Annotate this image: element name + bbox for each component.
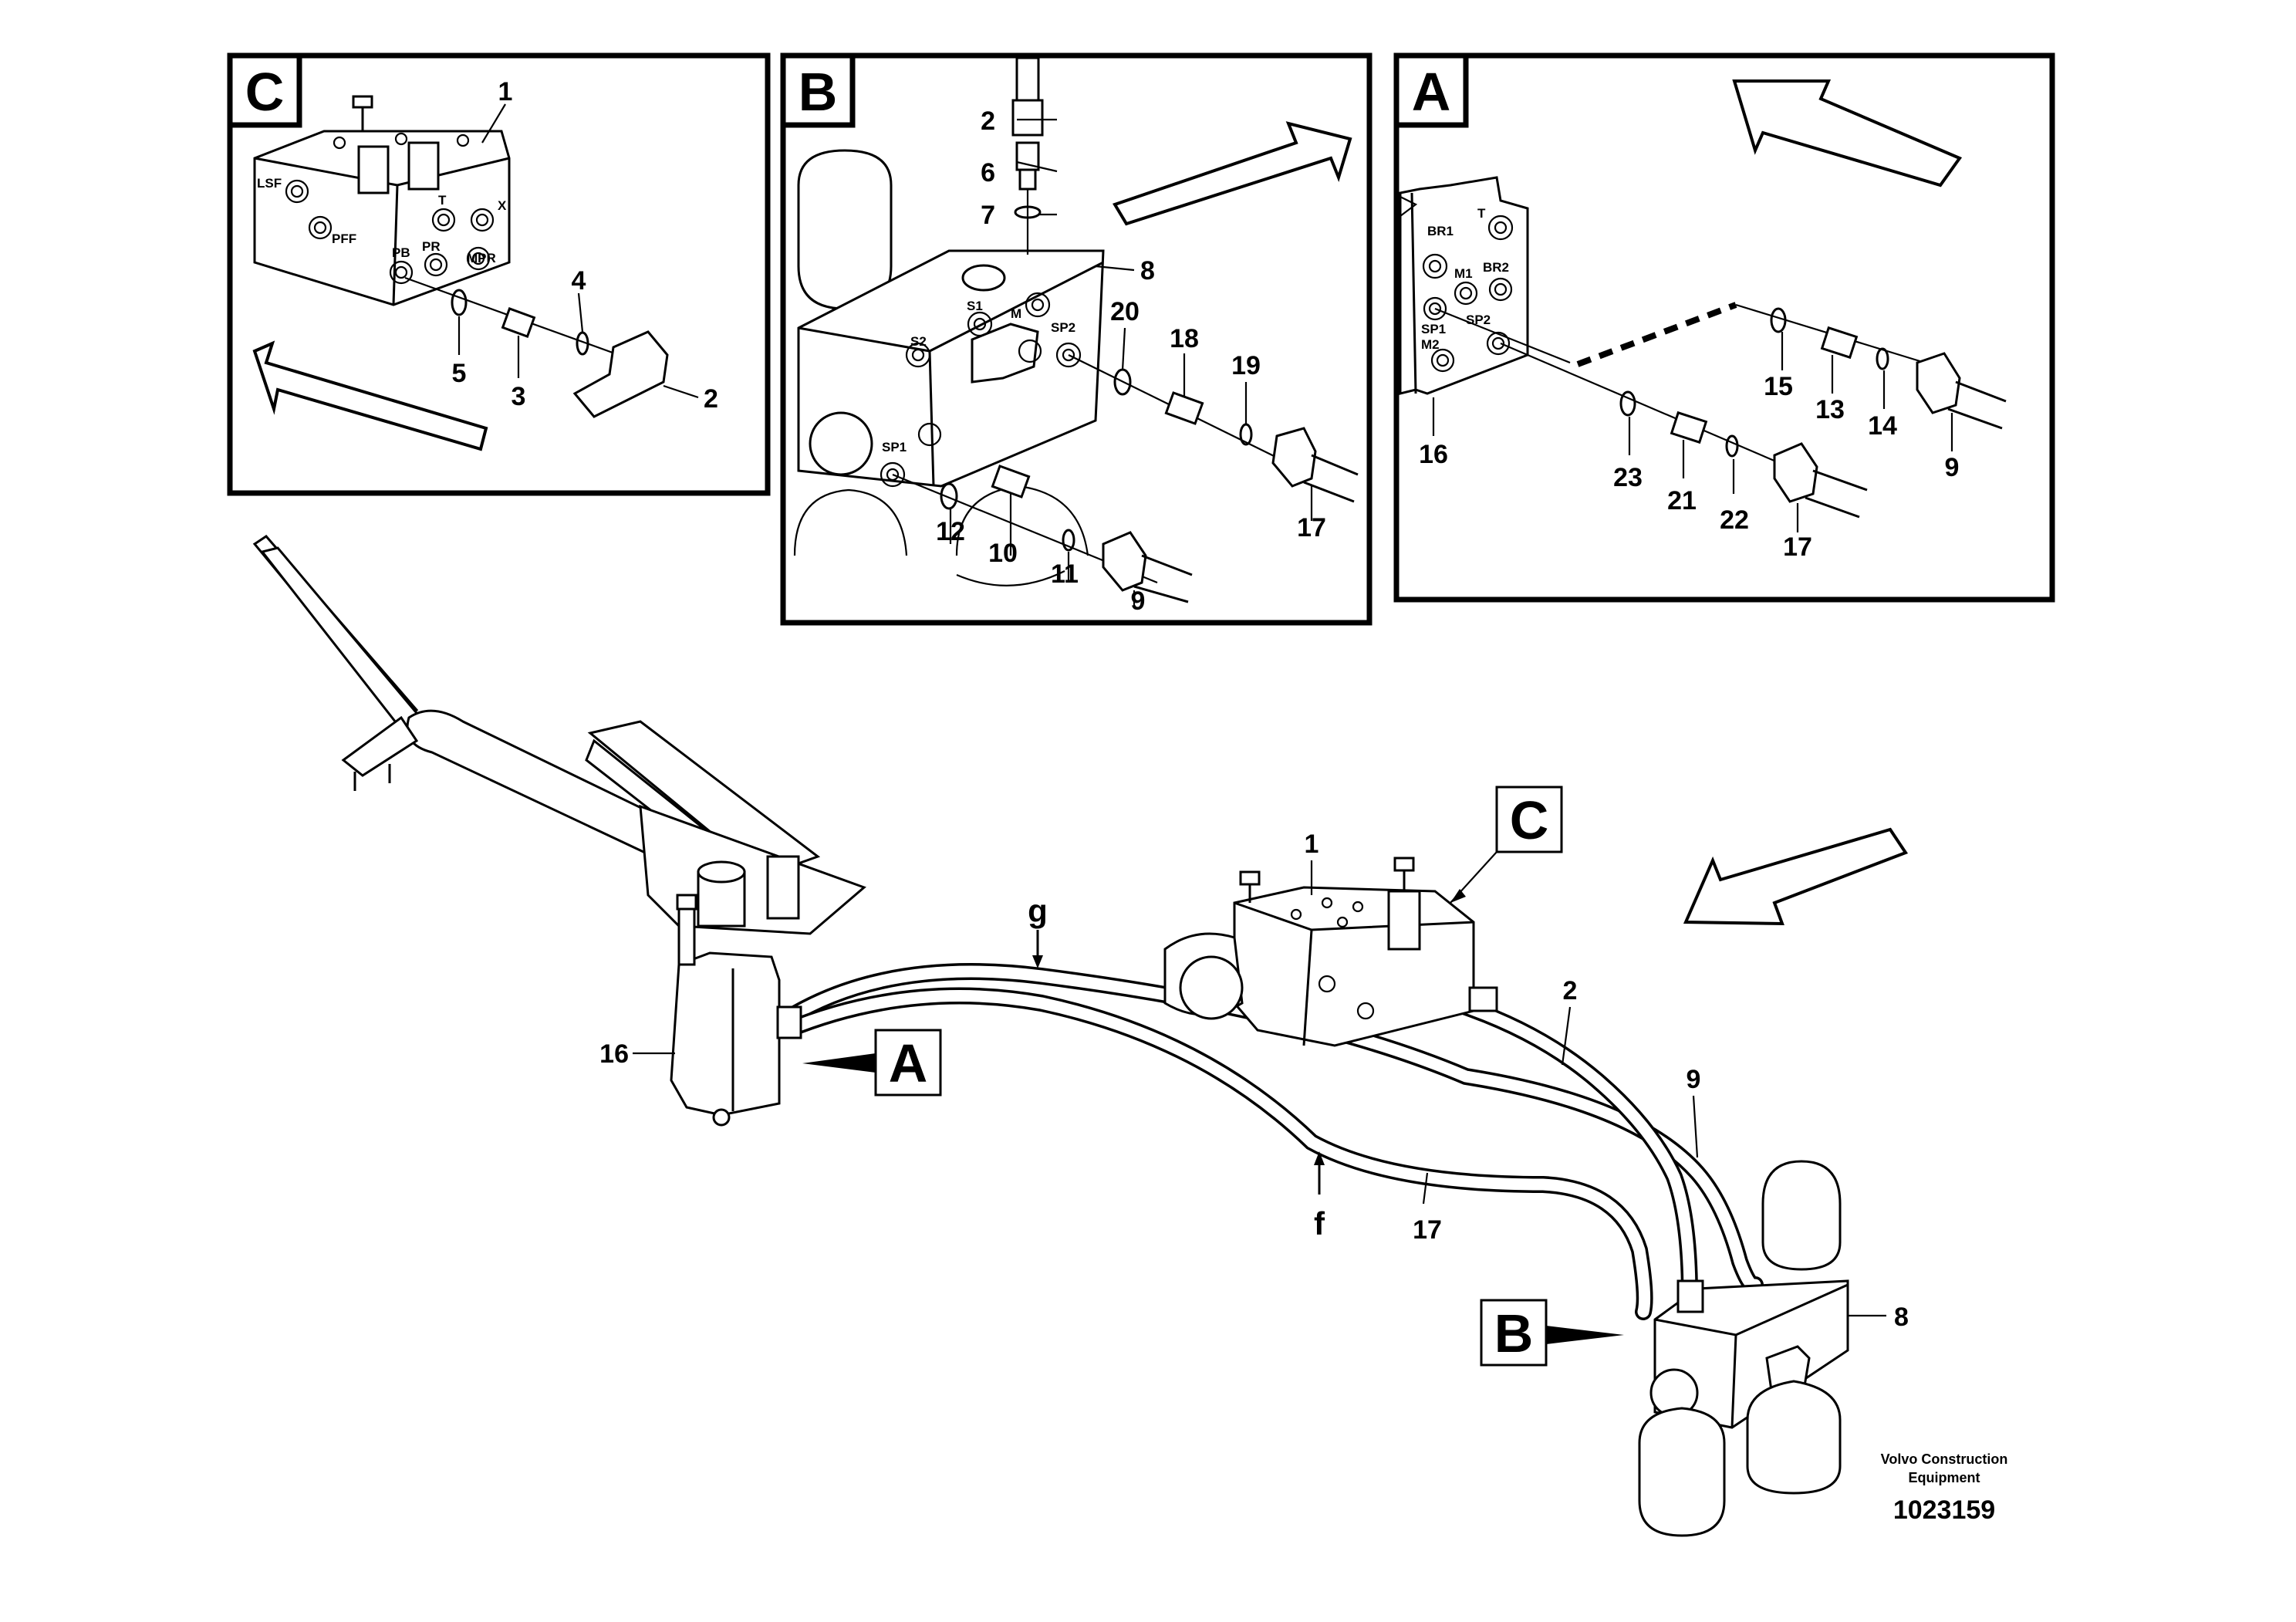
callout-main-8: 8 [1894,1303,1909,1332]
view-marker-a: A [889,1033,928,1093]
fitting-6 [1015,141,1040,171]
panel-a-letter: A [1412,62,1451,122]
callout-b-8: 8 [1140,256,1155,286]
callout-b-12: 12 [936,517,965,546]
port-label-t-a: T [1477,206,1486,221]
fitting-13 [1820,326,1859,360]
fitting-18 [1164,391,1204,425]
callout-c-3: 3 [512,382,526,411]
port-label-pb: PB [392,245,410,260]
illustration-number: 1023159 [1893,1495,1995,1525]
callout-main-2: 2 [1563,976,1578,1005]
port-label-m: M [1011,306,1021,321]
callout-c-1: 1 [498,77,513,106]
o-ring-23 [1619,390,1636,417]
callout-a-13: 13 [1815,395,1845,424]
callout-c-4: 4 [572,266,586,296]
port-label-s1: S1 [967,299,983,313]
port-label-x: X [498,198,507,213]
port-label-br2: BR2 [1483,260,1509,275]
hose-end-9-a [1916,352,1961,414]
callout-b-17: 17 [1297,513,1326,542]
o-ring-11 [1062,529,1075,552]
callout-c-5: 5 [452,359,467,388]
port-label-lsf: LSF [257,176,282,191]
port-label-sp1: SP1 [882,440,907,454]
hose-2-b [1015,56,1040,106]
direction-arrow-b [1113,121,1352,226]
callout-a-17: 17 [1783,532,1812,562]
hose-marker-g: g [1028,893,1048,929]
brake-valve-body-a [1399,176,1529,395]
port-label-br1: BR1 [1427,224,1454,238]
callout-a-15: 15 [1764,372,1793,401]
hose-end-9-b [1102,531,1147,592]
brake-manifold-1 [1163,857,1498,1047]
callout-main-17: 17 [1413,1215,1442,1245]
panel-c-letter: C [245,62,285,122]
callout-b-20: 20 [1110,297,1140,326]
callout-b-2: 2 [981,106,995,136]
port-label-s2: S2 [910,334,927,349]
view-marker-b: B [1494,1303,1534,1363]
detail-panel-a: A BR1 T M1 BR2 SP1 SP2 M2 [1393,52,2055,603]
callout-a-22: 22 [1720,505,1749,535]
brake-valve-16 [670,894,802,1127]
port-label-pff: PFF [332,231,356,246]
elbow-hose-2 [572,330,669,418]
main-assembly: C A B g f 1 16 2 9 17 8 [252,535,1909,1537]
callout-main-16: 16 [599,1039,629,1069]
callout-main-1: 1 [1305,830,1319,859]
callout-b-6: 6 [981,158,995,188]
port-label-sp2-a: SP2 [1466,313,1491,327]
accumulator-top [797,149,893,310]
fitting-3 [501,307,536,338]
o-ring-4 [576,331,589,356]
credit-line-1: Volvo Construction [1881,1451,2008,1467]
port-label-m1: M1 [1454,266,1473,281]
callout-b-9: 9 [1131,586,1146,616]
hose-marker-f: f [1314,1205,1325,1242]
callout-b-10: 10 [988,539,1018,568]
callout-a-23: 23 [1613,463,1643,492]
brake-pedal-assembly [252,535,866,935]
hose-end-17 [1271,427,1317,488]
callout-b-7: 7 [981,201,995,230]
callout-a-14: 14 [1868,411,1897,441]
callout-main-9: 9 [1687,1065,1701,1094]
valve-block-b [797,249,1105,488]
detail-panel-b: B S2 S1 M SP2 SP1 [780,52,1373,626]
panel-b-letter: B [799,62,838,122]
direction-arrow-c [252,340,488,451]
port-label-m2: M2 [1421,337,1440,352]
direction-arrow-main [1683,827,1909,926]
valve-block-c [253,95,511,306]
port-label-sp1-a: SP1 [1421,322,1446,336]
port-label-t: T [438,193,447,208]
direction-arrow-a [1732,79,1963,188]
view-marker-c: C [1510,790,1549,850]
hose-end-17-a [1773,442,1818,503]
callout-a-9: 9 [1945,453,1960,482]
callout-a-21: 21 [1667,486,1697,515]
callout-b-11: 11 [1051,559,1079,589]
o-ring-22 [1725,434,1739,458]
fitting-21 [1670,411,1708,444]
accumulator-block-8 [1638,1160,1849,1537]
callout-a-16: 16 [1419,440,1448,469]
port-label-sp2: SP2 [1051,320,1075,335]
callout-c-2: 2 [704,384,718,414]
port-label-pr: PR [422,239,441,254]
detail-panel-c: C LSF PFF PB PR T X MPR [227,52,771,496]
o-ring-15 [1770,307,1787,333]
port-label-mpr: MPR [467,251,496,265]
credit-line-2: Equipment [1909,1470,1980,1485]
callout-b-19: 19 [1231,351,1261,380]
o-ring-14 [1876,347,1889,370]
washer-5 [451,289,468,316]
callout-b-18: 18 [1170,324,1199,353]
washer-12 [940,482,958,510]
fitting-10 [991,465,1031,498]
